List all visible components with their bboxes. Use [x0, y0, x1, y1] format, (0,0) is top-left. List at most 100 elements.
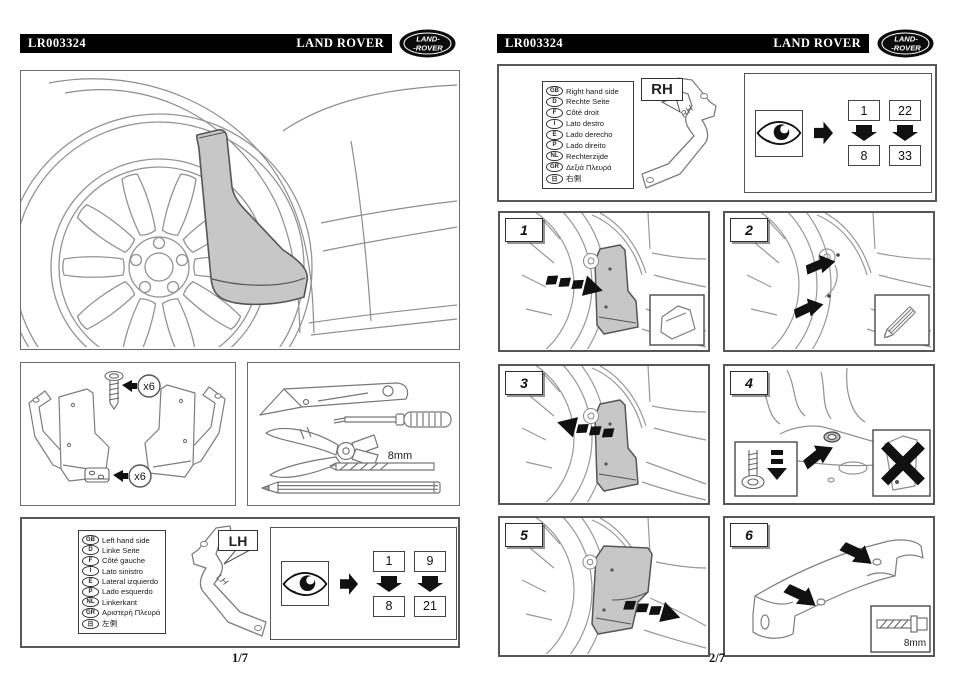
bracket-illustration-lh: LH — [164, 520, 274, 647]
lang-code-badge: F — [82, 555, 99, 566]
cross-out-icon — [881, 441, 925, 486]
mudflap-shape — [591, 545, 653, 635]
svg-text:LAND-: LAND- — [894, 35, 918, 44]
doc-number: LR003324 — [28, 36, 87, 50]
svg-text:-ROVER: -ROVER — [891, 44, 921, 53]
lang-label: Linke Seite — [102, 545, 140, 555]
lang-label: Lado derecho — [566, 130, 613, 139]
lang-code-badge: D — [546, 96, 563, 107]
header-bar-page1: LR003324 LAND ROVER — [20, 34, 392, 53]
drill-bit — [329, 462, 435, 471]
inset-screw — [734, 441, 798, 497]
clip-arrow-icon — [799, 438, 838, 471]
qty-box: 8 — [373, 595, 405, 617]
brand-name: LAND ROVER — [296, 36, 384, 50]
pointer-arrow-icon — [122, 380, 137, 392]
lang-label: Δεξιά Πλευρά — [566, 162, 612, 172]
doc-number: LR003324 — [505, 36, 564, 50]
step-panel-1: 1 — [498, 211, 710, 352]
step-panel-4: 4 — [723, 364, 935, 505]
lang-code-badge: 日 — [82, 618, 99, 629]
lang-code-badge: P — [82, 586, 99, 597]
lang-label: Lado direito — [566, 140, 606, 150]
lang-row: 日右側 — [546, 173, 630, 184]
land-rover-logo-icon: LAND- -ROVER — [399, 29, 456, 58]
arrow-right-icon — [814, 121, 833, 145]
inset-drill: 8mm — [870, 605, 931, 653]
step-panel-5: 5 — [498, 516, 710, 657]
qty-box: 1 — [373, 550, 405, 572]
qty-box: 8 — [848, 145, 880, 166]
clip-qty-badge: x6 — [128, 464, 152, 488]
pencil — [261, 481, 441, 494]
drill-size-label: 8mm — [388, 450, 412, 462]
lang-label: Linkerkant — [102, 597, 138, 607]
lang-label: Left hand side — [102, 535, 150, 545]
parts-diagram: x6 x6 — [28, 370, 226, 488]
step-5-illustration — [521, 518, 707, 654]
step-panel-3: 3 — [498, 364, 710, 505]
header-bar-page2: LR003324 LAND ROVER — [497, 34, 869, 53]
lang-code-badge: F — [546, 107, 563, 118]
qty-box: 9 — [414, 550, 446, 572]
side-cutters — [265, 426, 379, 478]
lang-code-badge: P — [546, 140, 563, 151]
mark-arrow-icon — [792, 295, 826, 320]
lang-label: Αριστερή Πλευρά — [102, 608, 161, 618]
pointer-arrow-icon — [113, 470, 128, 482]
svg-text:-ROVER: -ROVER — [413, 44, 443, 53]
lang-label: 左側 — [102, 619, 118, 628]
side-callout-lh: LH — [218, 530, 258, 551]
mudflap-shape — [594, 399, 639, 492]
lang-label: Rechte Seite — [566, 97, 610, 107]
lang-code-badge: NL — [546, 151, 563, 162]
lang-label: Lato destro — [566, 119, 604, 129]
inset-mudflap — [649, 294, 705, 346]
wheel-mudflap-illustration — [21, 78, 457, 347]
bracket-panel — [752, 539, 924, 639]
step-2-illustration — [746, 213, 932, 349]
press-down-arrow-icon — [767, 468, 787, 480]
visual-check-panel: 1 8 22 33 — [744, 73, 932, 193]
page-footer: 1/7 — [232, 651, 248, 665]
lang-code-badge: E — [546, 129, 563, 140]
lang-code-badge: I — [546, 118, 563, 129]
qty-box: 21 — [414, 595, 446, 617]
step-number: 5 — [505, 523, 543, 547]
lang-code-badge: GR — [82, 607, 99, 618]
lang-label: Côté gauche — [102, 556, 146, 566]
step-number: 2 — [730, 218, 768, 242]
inset-pencil — [874, 294, 930, 346]
screwdriver — [333, 411, 452, 428]
step-panel-6: 6 8mm — [723, 516, 935, 657]
lang-label: Right hand side — [566, 86, 619, 96]
mudflap-shape — [195, 129, 309, 306]
inset-do-not-use-bracket — [872, 429, 931, 497]
tools-panel: 8mm — [247, 362, 460, 506]
parts-panel: x6 x6 — [20, 362, 236, 506]
step-number: 6 — [730, 523, 768, 547]
lang-code-badge: E — [82, 576, 99, 587]
lang-label: Lado esquerdo — [102, 587, 153, 597]
qty-box: 1 — [848, 100, 880, 121]
step-1-illustration — [521, 213, 707, 349]
screw-part — [104, 370, 124, 410]
lang-code-badge: 日 — [546, 173, 563, 184]
arrow-down-icon — [851, 125, 877, 141]
step-number: 4 — [730, 371, 768, 395]
lang-code-badge: I — [82, 566, 99, 577]
svg-text:x6: x6 — [134, 471, 146, 483]
lang-label: 右側 — [566, 174, 582, 183]
qty-box: 33 — [889, 145, 921, 166]
